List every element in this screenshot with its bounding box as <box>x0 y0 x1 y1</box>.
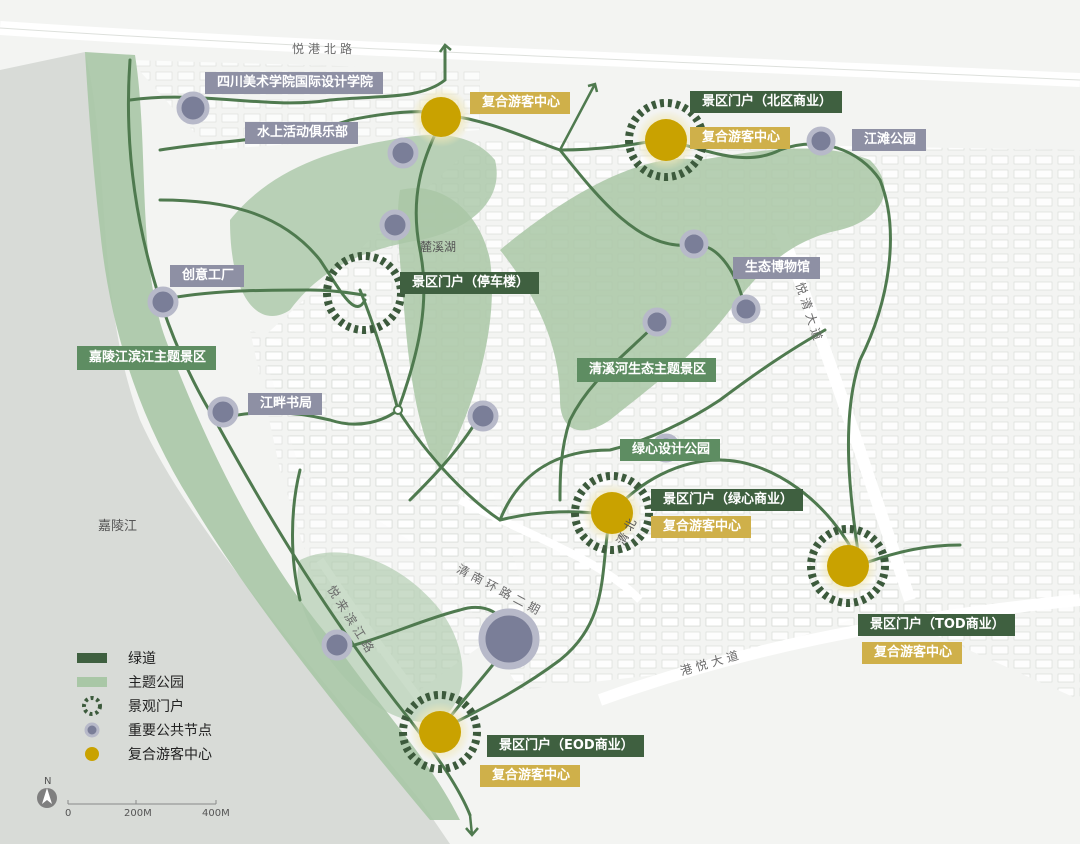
road-gangyue-avenue <box>597 594 1080 706</box>
water-label-luxi-lake: 麓溪湖 <box>420 240 457 254</box>
node-label-heart-design-park: 绿心设计公园 <box>620 439 721 461</box>
legend-visitor-center-label: 复合游客中心 <box>128 747 212 763</box>
public-nodes <box>147 91 836 670</box>
road-yuegang-north-edge <box>0 27 1080 81</box>
gate-label-north-commerce: 景区门户（北区商业） <box>690 91 843 113</box>
center-label-north: 复合游客中心 <box>470 92 571 114</box>
zone-label-jialing: 嘉陵江滨江主题景区 <box>77 346 217 370</box>
scale-label-max: 400M <box>202 808 230 819</box>
legend-public-node-label: 重要公共节点 <box>128 723 212 739</box>
legend-node-icon <box>84 722 100 738</box>
node-label-jiangtan-park: 江滩公园 <box>852 129 927 151</box>
node-label-sichuan-academy: 四川美术学院国际设计学院 <box>205 72 384 94</box>
road-qingnan-ring <box>458 496 643 603</box>
zone-label-qingxi: 清溪河生态主题景区 <box>577 358 717 382</box>
scale-label-mid: 200M <box>124 808 152 819</box>
legend-theme-park: 主题公园 <box>72 670 212 694</box>
public-node-riverside-south <box>321 629 353 661</box>
visitor-center-eod <box>419 711 461 753</box>
node-label-riverside-bookstore: 江畔书局 <box>248 393 323 415</box>
jialing-river-area <box>0 52 450 844</box>
water-label-jialing-river: 嘉陵江 <box>98 519 138 534</box>
center-label-north-commerce: 复合游客中心 <box>690 127 791 149</box>
public-node-qingxi-2 <box>642 307 672 337</box>
map-legend: 绿道 主题公园 景观门户 重要公共节点 复合游客中心 <box>72 646 212 766</box>
public-node-lake-south <box>467 400 499 432</box>
public-node-sichuan-academy <box>176 91 210 125</box>
theme-park-jialing <box>85 52 460 820</box>
node-label-eco-museum: 生态博物馆 <box>733 257 821 279</box>
legend-theme-park-swatch <box>77 677 107 687</box>
parking-gate-hub <box>393 405 403 415</box>
gate-ring-heart <box>571 472 653 554</box>
public-node-riverside-bookstore <box>207 396 239 428</box>
visitor-center-heart <box>591 492 633 534</box>
public-node-jiangtan-park <box>806 126 836 156</box>
legend-public-node: 重要公共节点 <box>72 718 212 742</box>
compass-needle-icon <box>42 788 52 804</box>
legend-landscape-gate-label: 景观门户 <box>128 699 184 715</box>
theme-park-north <box>230 134 497 316</box>
gate-label-tod-commerce: 景区门户（TOD商业） <box>858 614 1015 636</box>
node-label-creative-factory: 创意工厂 <box>170 265 245 287</box>
visitor-center-tod <box>827 545 869 587</box>
scale-label-zero: 0 <box>65 808 72 819</box>
public-node-water-club <box>387 137 419 169</box>
public-node-creative-factory <box>147 286 179 318</box>
public-node-luxi <box>379 209 411 241</box>
legend-greenway: 绿道 <box>72 646 212 670</box>
public-node-hub-large <box>478 608 540 670</box>
gate-label-heart-commerce: 景区门户（绿心商业） <box>651 489 804 511</box>
node-label-water-club: 水上活动俱乐部 <box>245 122 359 144</box>
gate-ring-eod <box>399 691 481 773</box>
access-arrows <box>438 43 599 837</box>
center-label-heart: 复合游客中心 <box>651 516 752 538</box>
visitor-center-north-commerce <box>645 119 687 161</box>
gate-label-eod-commerce: 景区门户（EOD商业） <box>487 735 644 757</box>
center-label-eod: 复合游客中心 <box>480 765 581 787</box>
legend-landscape-gate: 景观门户 <box>72 694 212 718</box>
legend-greenway-label: 绿道 <box>128 651 156 667</box>
legend-greenway-swatch <box>77 653 107 663</box>
gate-ring-tod <box>807 525 889 607</box>
legend-gate-icon <box>82 696 102 716</box>
legend-visitor-center: 复合游客中心 <box>72 742 212 766</box>
legend-theme-park-label: 主题公园 <box>128 675 184 691</box>
public-node-qingxi-1 <box>679 229 709 259</box>
compass-and-scale <box>37 788 217 808</box>
gate-label-parking: 景区门户（停车楼） <box>400 272 540 294</box>
public-node-eco-museum <box>731 294 761 324</box>
center-label-tod: 复合游客中心 <box>862 642 963 664</box>
visitor-center-north <box>421 97 461 137</box>
road-label-yuegang-north: 悦港北路 <box>292 42 357 56</box>
compass-north-label: N <box>44 776 52 787</box>
visitor-centers <box>410 87 878 762</box>
legend-center-icon <box>85 747 99 761</box>
